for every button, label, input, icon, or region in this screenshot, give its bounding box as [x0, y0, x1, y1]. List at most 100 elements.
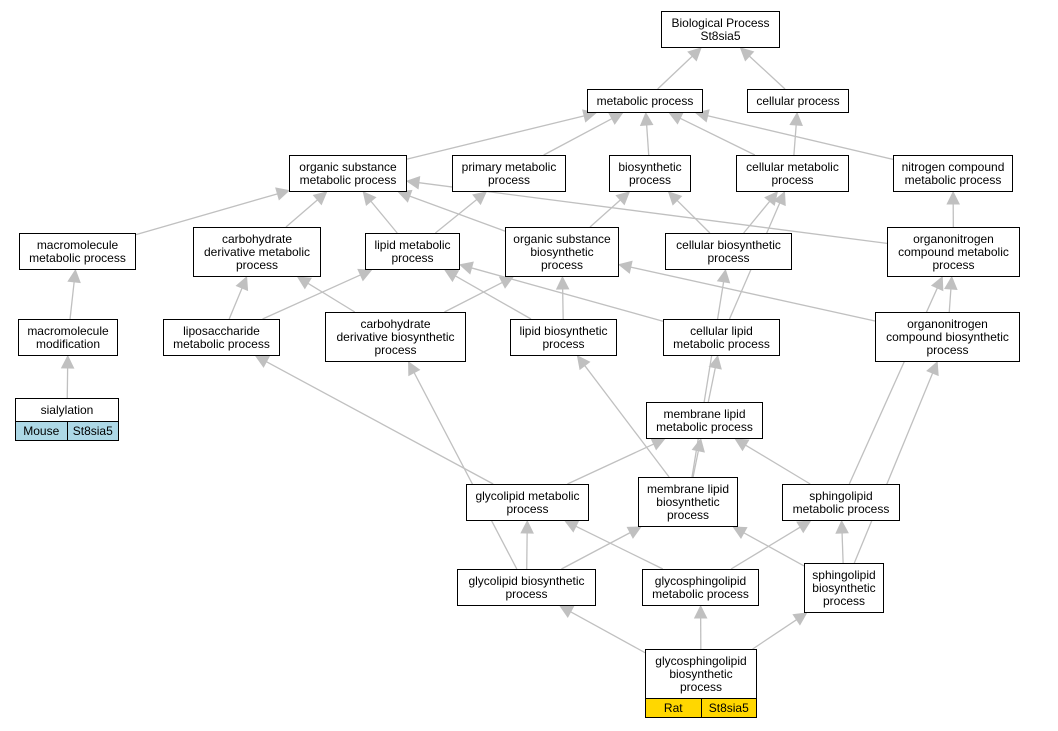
arrowhead-membrane_lipid_met-to-cell_lipid_met	[708, 354, 722, 370]
arrowhead-carb_deriv_bio-to-carb_deriv_met	[296, 276, 312, 290]
edge-carb_deriv_bio-to-organic_subst_bio	[444, 281, 503, 313]
edge-organic_subst_bio-to-biosynthetic	[589, 199, 621, 228]
edge-cellular_bio-to-cellular_met	[743, 200, 771, 234]
edge-organonitro_bio-to-organonitro_met	[948, 288, 952, 313]
arrowhead-cellular_met-to-cellular	[789, 111, 803, 126]
gene-badge-st8sia5: St8sia5	[701, 698, 757, 718]
edge-cellular_bio-to-biosynthetic	[676, 199, 711, 234]
arrowhead-cell_lipid_met-to-cellular_met	[773, 190, 786, 207]
edge-glycosphingolipid_met-to-sphingolipid_met	[730, 526, 801, 570]
edge-glycolipid_bio-to-carb_deriv_bio	[413, 372, 518, 570]
arrowhead-macromol_mod-to-macromol_met	[67, 268, 81, 284]
arrowhead-glycosphingolipid_bio-to-glycosphingolipid_met	[693, 604, 708, 619]
gene-badge-st8sia5: St8sia5	[67, 421, 119, 441]
edge-lipid_met-to-organic_subst_met	[370, 200, 398, 234]
arrowhead-glycosphingolipid_bio-to-sphingolipid_bio	[792, 612, 808, 626]
arrowhead-lipid_met-to-organic_subst_met	[362, 191, 377, 206]
edge-primary_met-to-metabolic	[543, 118, 613, 156]
edge-nitrogen_met-to-metabolic	[707, 115, 894, 161]
edge-cell_lipid_met-to-lipid_met	[471, 267, 664, 322]
node-metabolic-process[interactable]: metabolic process	[587, 89, 703, 113]
edge-organic_subst_bio-to-organic_subst_met	[409, 195, 506, 232]
arrowhead-glycosphingolipid_bio-to-glycolipid_bio	[559, 605, 575, 618]
edge-sphingolipid_met-to-membrane_lipid_met	[745, 444, 811, 485]
edge-sphingolipid_bio-to-organonitro_bio	[853, 372, 934, 564]
species-badge-mouse: Mouse	[15, 421, 68, 441]
arrowhead-cell_lipid_met-to-lipid_met	[458, 261, 474, 275]
arrowhead-organonitro_met-to-organic_subst_met	[405, 176, 421, 190]
edge-macromol_met-to-organic_subst_met	[135, 193, 278, 236]
arrowhead-biosynthetic-to-metabolic	[639, 111, 654, 126]
edge-cellular_met-to-cellular	[793, 124, 797, 156]
edge-liposacch_met-to-lipid_met	[262, 274, 361, 320]
arrowhead-organonitro_met-to-nitrogen_met	[946, 190, 961, 205]
arrowhead-liposacch_met-to-lipid_met	[357, 268, 373, 282]
arrowhead-metabolic-to-bp	[687, 47, 702, 62]
arrowhead-organic_subst_bio-to-organic_subst_met	[397, 189, 413, 203]
glycosphingolipid-annotation-row: Rat St8sia5	[645, 698, 757, 718]
edge-sphingolipid_bio-to-sphingolipid_met	[841, 532, 844, 564]
arrowhead-organic_subst_bio-to-biosynthetic	[615, 191, 631, 206]
edge-glycosphingolipid_met-to-glycolipid_met	[575, 525, 664, 570]
edge-carb_deriv_met-to-organic_subst_met	[285, 199, 318, 228]
arrowhead-primary_met-to-metabolic	[608, 112, 624, 125]
arrowhead-sphingolipid_met-to-organonitro_met	[930, 275, 944, 292]
arrowhead-glycolipid_met-to-liposacch_met	[254, 355, 271, 368]
edge-organonitro_bio-to-organic_subst_bio	[630, 266, 876, 322]
edge-carb_deriv_bio-to-carb_deriv_met	[307, 282, 356, 313]
arrowhead-liposacch_met-to-carb_deriv_met	[235, 275, 249, 292]
arrowhead-lipid_bio-to-lipid_met	[444, 269, 460, 283]
arrowhead-organonitro_bio-to-organic_subst_bio	[617, 260, 633, 274]
arrowhead-organonitro_bio-to-organonitro_met	[944, 275, 958, 290]
arrowhead-sphingolipid_bio-to-organonitro_bio	[926, 360, 939, 377]
node-sialylation[interactable]: sialylation Mouse St8sia5	[15, 398, 119, 441]
edge-membrane_lipid_bio-to-lipid_bio	[584, 365, 670, 478]
node-cellular-process[interactable]: cellular process	[747, 89, 849, 113]
arrowhead-membrane_lipid_bio-to-lipid_bio	[576, 355, 591, 371]
edge-metabolic-to-bp	[657, 55, 693, 90]
edge-organonitro_met-to-organic_subst_met	[418, 182, 888, 245]
arrowhead-sphingolipid_bio-to-sphingolipid_met	[835, 519, 849, 534]
edge-organic_subst_met-to-metabolic	[406, 115, 585, 160]
edge-liposacch_met-to-carb_deriv_met	[228, 287, 243, 320]
arrowhead-carb_deriv_met-to-organic_subst_met	[312, 191, 328, 206]
edge-glycosphingolipid_bio-to-glycolipid_bio	[570, 611, 646, 654]
edge-cellular_met-to-metabolic	[679, 117, 756, 156]
sialylation-label: sialylation	[15, 398, 119, 421]
arrowhead-sphingolipid_bio-to-membrane_lipid_bio	[732, 526, 748, 539]
edge-glycolipid_met-to-liposacch_met	[266, 361, 494, 485]
edge-lipid_bio-to-lipid_met	[455, 275, 532, 320]
sialylation-annotation-row: Mouse St8sia5	[15, 421, 119, 441]
arrowhead-lipid_bio-to-organic_subst_bio	[555, 275, 570, 290]
arrowhead-glycosphingolipid_met-to-sphingolipid_met	[796, 520, 812, 534]
